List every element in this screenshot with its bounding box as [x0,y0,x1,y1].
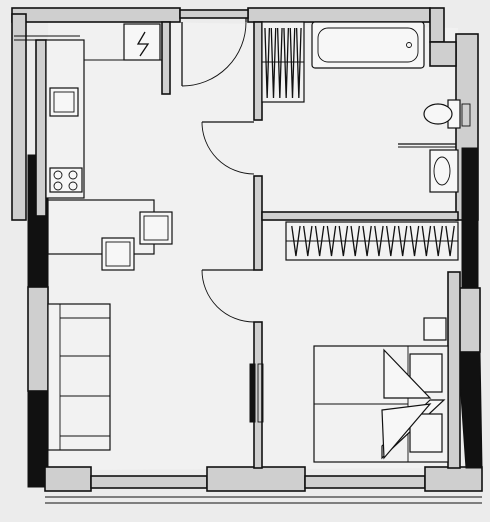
hanger-icon [270,27,277,99]
hanger-icon [421,225,432,257]
kitchen-sink-icon [49,87,79,117]
hanger-icon [374,225,384,257]
dining-table [47,199,155,255]
kitchen [45,23,162,199]
bedroom [313,317,449,463]
hanger-icon [385,225,396,257]
hanger-icon [314,225,325,257]
hanger-icon [445,225,455,257]
chair-icon [139,211,173,245]
doors [181,18,264,423]
hanger-icon [397,225,408,257]
hanger-icon [433,225,444,257]
chair-icon [101,237,135,271]
wardrobe [285,221,459,261]
hanger-icon [283,27,290,99]
hanger-icon [302,225,313,257]
hanger-icon [289,27,296,99]
hall-closet [261,21,305,103]
hanger-icon [276,27,283,99]
exterior-walls [11,7,483,504]
bathroom [311,21,471,193]
hanger-icon [326,225,337,257]
hanger-icon [362,225,372,257]
hanger-icon [350,225,361,257]
hanger-icon [409,225,420,257]
sofa [47,303,111,451]
hanger-icon [338,225,349,257]
electric-panel-icon [123,23,161,61]
bathtub-icon [311,21,425,69]
hanger-icon [264,27,271,99]
hanger-icon [291,225,301,257]
dining-area [47,199,173,271]
nightstand-icon [423,317,447,341]
hanger-icon [295,27,302,99]
